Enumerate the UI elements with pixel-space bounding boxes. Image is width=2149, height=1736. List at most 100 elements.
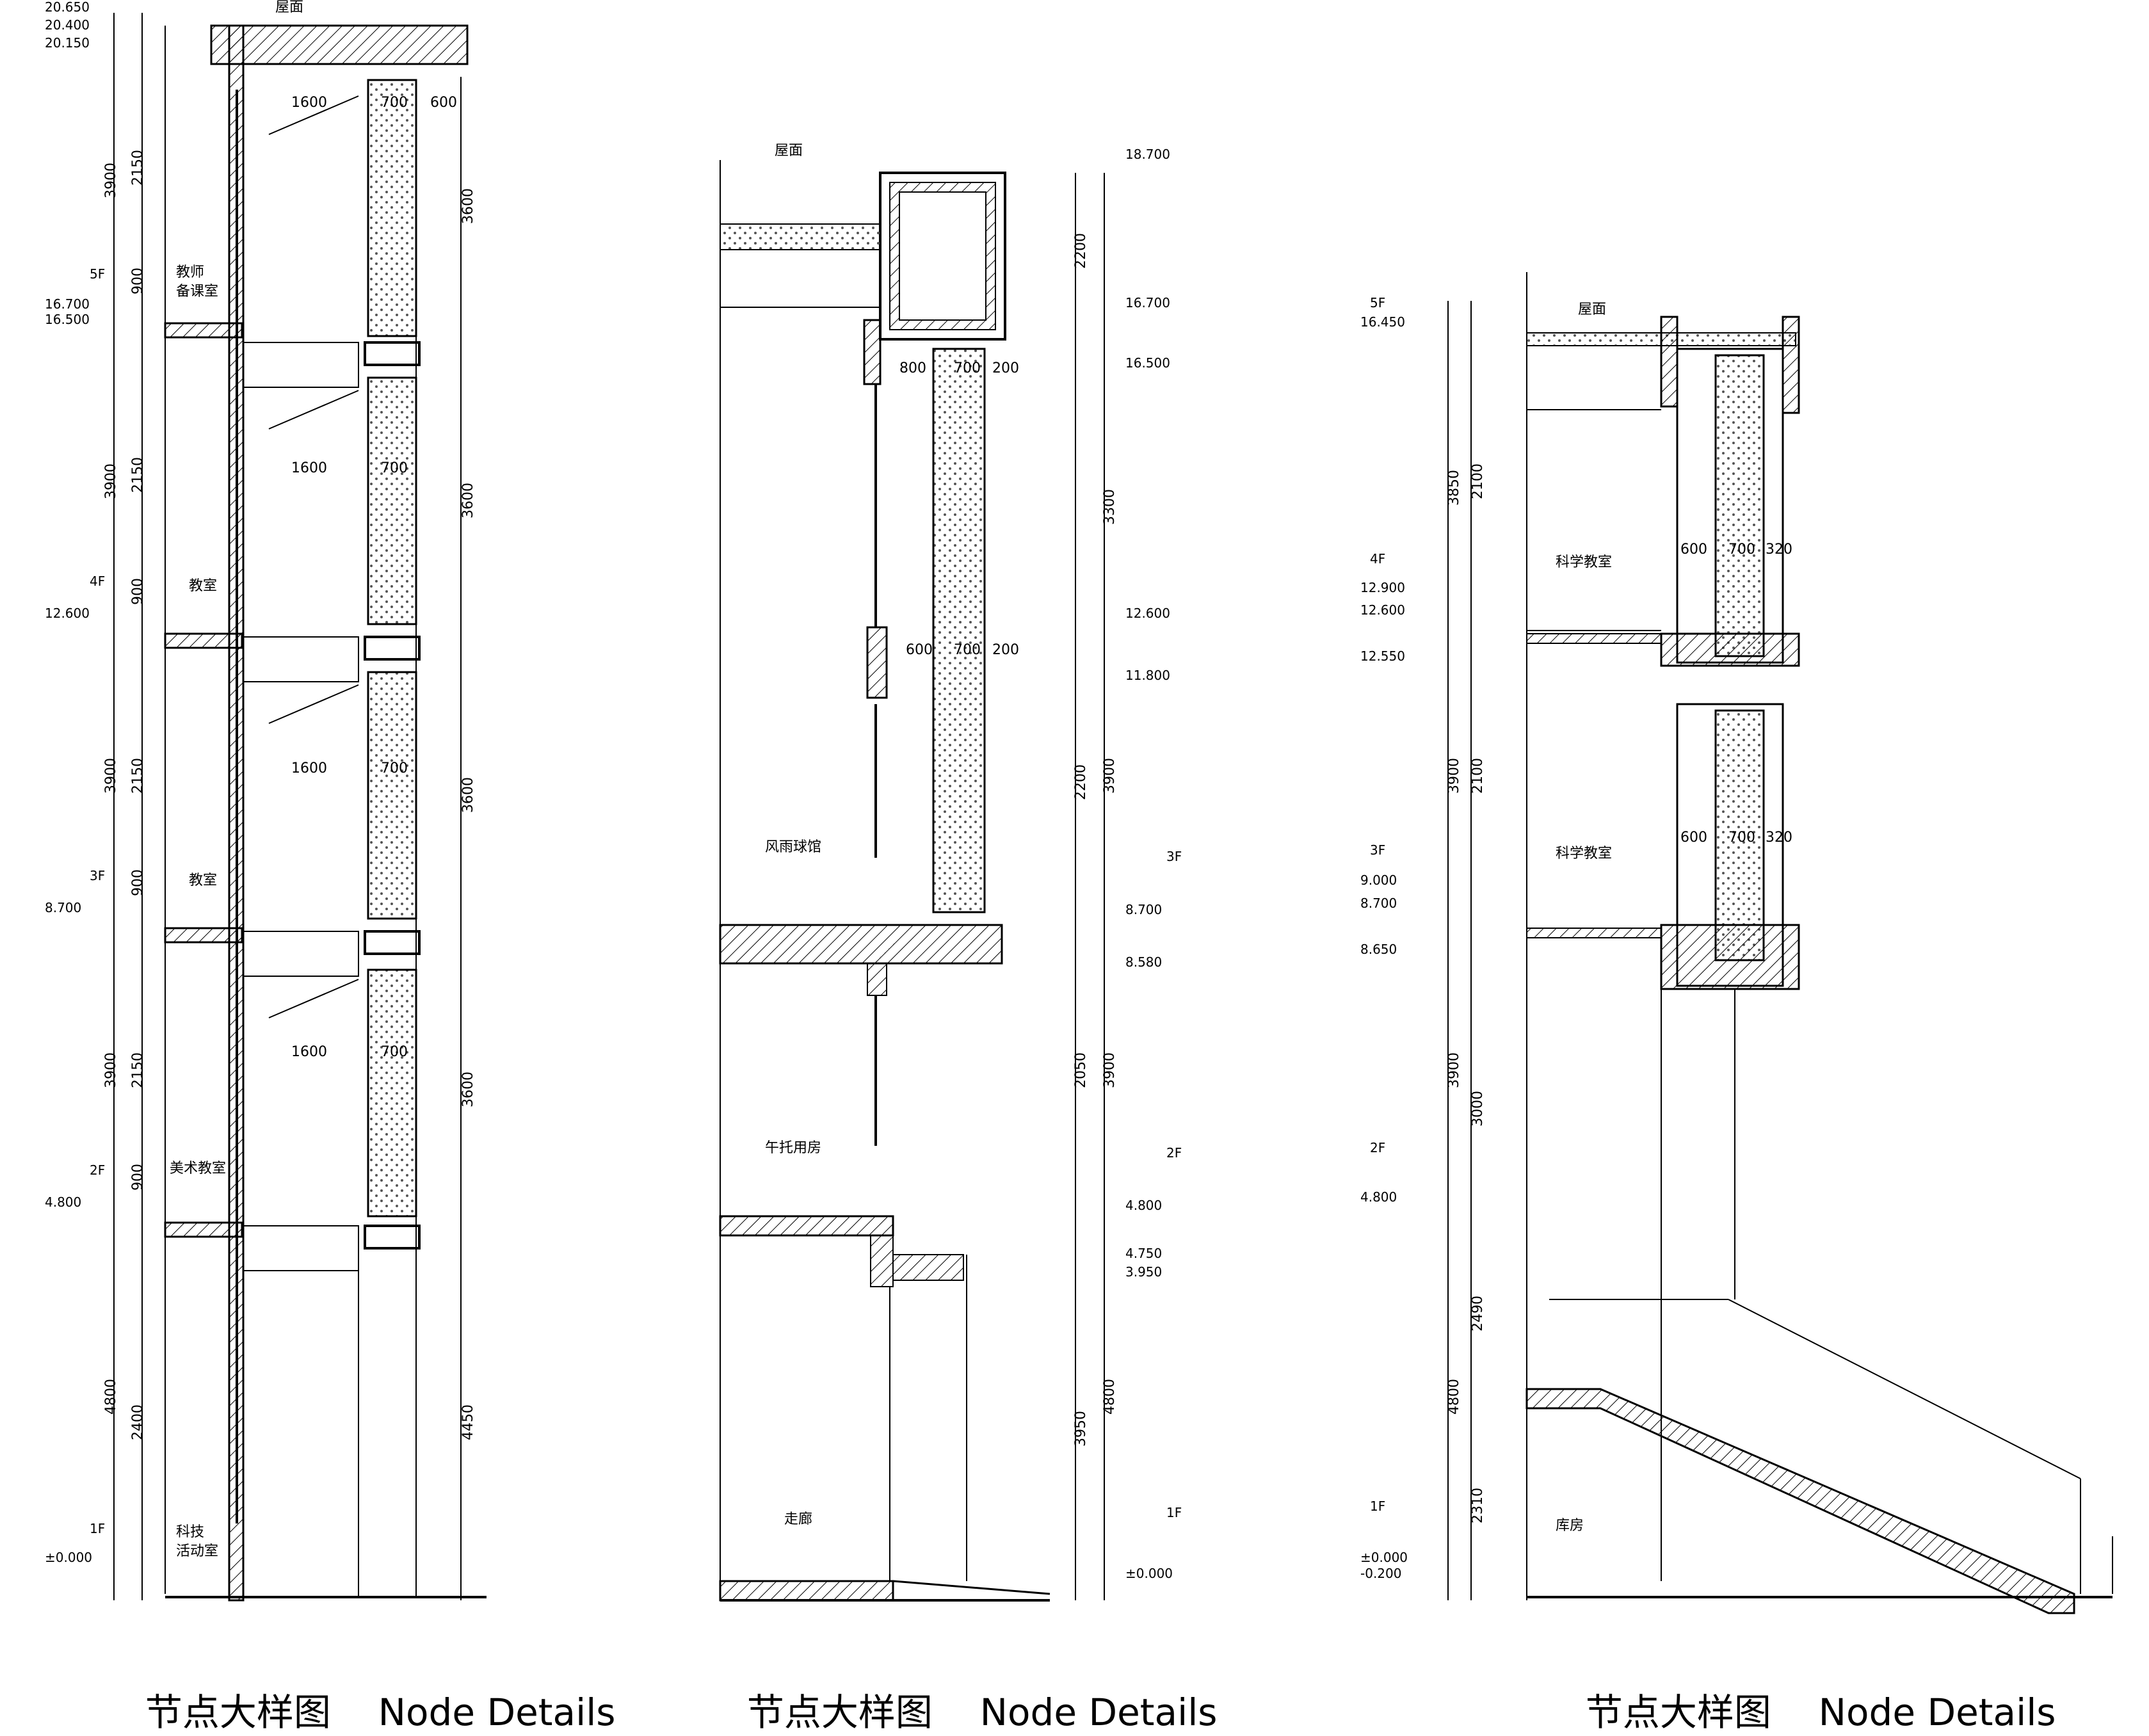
caption-2-cn: 节点大样图 bbox=[746, 1691, 933, 1734]
s1-dim-o-3: 3900 bbox=[103, 1052, 119, 1088]
s2-floor-3f: 3F bbox=[1166, 849, 1182, 864]
s3-dim-o-2: 3900 bbox=[1446, 1052, 1462, 1088]
s1-dim-i-9: 900 bbox=[130, 578, 146, 605]
s2-dim-i-7: 2050 bbox=[1073, 1052, 1089, 1088]
section-1 bbox=[113, 13, 487, 1602]
s1-room-3: 教室 bbox=[189, 872, 217, 888]
s1-dim-i-4: 900 bbox=[130, 268, 146, 294]
s3-dim-h-2: 320 bbox=[1766, 542, 1792, 558]
s3-elev-1: 12.900 bbox=[1360, 580, 1405, 595]
s3-dim-h-1: 700 bbox=[1728, 542, 1755, 558]
section-3 bbox=[1447, 272, 2113, 1614]
s1-dim-r-6: 3600 bbox=[460, 1072, 476, 1107]
s3-room-0: 科学教室 bbox=[1556, 554, 1612, 570]
caption-1-cn: 节点大样图 bbox=[145, 1691, 331, 1734]
s3-elev-0: 16.450 bbox=[1360, 314, 1405, 330]
s2-elev-7: 4.800 bbox=[1125, 1198, 1162, 1213]
s2-dim-i-0: 2200 bbox=[1073, 233, 1089, 269]
s2-dim-h-5: 200 bbox=[992, 642, 1019, 658]
s3-dim-i-12: 3000 bbox=[1470, 1091, 1486, 1127]
s2-elev-0: 18.700 bbox=[1125, 147, 1170, 162]
s1-dim-o-4: 4800 bbox=[103, 1379, 119, 1415]
s3-elev-6: 8.650 bbox=[1360, 942, 1397, 957]
s3-elev-5: 8.700 bbox=[1360, 896, 1397, 911]
s1-dim-i-3: 2150 bbox=[130, 150, 146, 186]
s1-elev-2: 20.150 bbox=[45, 35, 90, 51]
node-details-drawing: 屋面 20.650 20.400 20.150 16.700 16.500 12… bbox=[45, 0, 2113, 1614]
caption-1: 节点大样图 Node Details bbox=[122, 1639, 616, 1736]
s1-room-2: 教室 bbox=[189, 578, 217, 594]
s2-dim-h-2: 200 bbox=[992, 360, 1019, 376]
s1-dim-i-8: 2150 bbox=[130, 457, 146, 493]
s3-dim-o-1: 3900 bbox=[1446, 758, 1462, 794]
s2-dim-h-4: 700 bbox=[954, 642, 981, 658]
s2-dim-o-3: 4800 bbox=[1102, 1379, 1118, 1415]
caption-1-en: Node Details bbox=[378, 1691, 616, 1734]
s1-dim-h-1: 700 bbox=[381, 95, 408, 111]
s3-dim-i-13: 2490 bbox=[1470, 1296, 1486, 1331]
s1-dim-h-8: 700 bbox=[381, 1044, 408, 1060]
s1-dim-r-2: 3600 bbox=[460, 483, 476, 518]
s2-dim-i-11: 3950 bbox=[1073, 1411, 1089, 1447]
s1-dim-o-0: 3900 bbox=[103, 163, 119, 198]
s1-floor-3f: 3F bbox=[90, 868, 105, 883]
caption-3: 节点大样图 Node Details bbox=[1562, 1639, 2056, 1736]
s1-dim-h-6: 700 bbox=[381, 760, 408, 776]
s1-elev-0: 20.650 bbox=[45, 0, 90, 15]
s3-elev-2: 12.600 bbox=[1360, 602, 1405, 618]
s1-roof-label: 屋面 bbox=[275, 0, 303, 15]
s2-elev-10: ±0.000 bbox=[1125, 1566, 1173, 1581]
s2-floor-2f: 2F bbox=[1166, 1145, 1182, 1161]
s2-dim-h-3: 600 bbox=[906, 642, 933, 658]
s1-elev-3: 16.700 bbox=[45, 296, 90, 312]
s1-room-4: 美术教室 bbox=[170, 1161, 226, 1177]
s1-dim-i-12: 2150 bbox=[130, 758, 146, 794]
s3-roof-label: 屋面 bbox=[1578, 301, 1606, 317]
s2-elev-5: 8.700 bbox=[1125, 902, 1162, 917]
s1-dim-i-13: 900 bbox=[130, 869, 146, 896]
s2-elev-1: 16.700 bbox=[1125, 295, 1170, 310]
s1-elev-8: ±0.000 bbox=[45, 1550, 92, 1565]
s3-elev-4: 9.000 bbox=[1360, 872, 1397, 888]
s3-elev-8: ±0.000 bbox=[1360, 1550, 1408, 1565]
section-2-labels: 屋面 18.700 16.700 16.500 12.600 11.800 8.… bbox=[765, 143, 1182, 1581]
s3-floor-4f: 4F bbox=[1370, 551, 1385, 567]
s1-dim-i-17: 900 bbox=[130, 1164, 146, 1191]
s1-dim-h-5: 1600 bbox=[291, 760, 327, 776]
s3-elev-3: 12.550 bbox=[1360, 648, 1405, 664]
s3-dim-o-0: 3850 bbox=[1446, 470, 1462, 506]
s2-elev-9: 3.950 bbox=[1125, 1264, 1162, 1280]
s3-floor-2f: 2F bbox=[1370, 1140, 1385, 1155]
s3-dim-i-3: 2100 bbox=[1470, 463, 1486, 499]
s1-dim-i-16: 2150 bbox=[130, 1052, 146, 1088]
section-2 bbox=[719, 160, 1105, 1602]
s3-elev-7: 4.800 bbox=[1360, 1189, 1397, 1205]
s3-floor-1f: 1F bbox=[1370, 1499, 1385, 1514]
s1-dim-o-1: 3900 bbox=[103, 463, 119, 499]
s1-floor-5f: 5F bbox=[90, 266, 105, 282]
s2-floor-1f: 1F bbox=[1166, 1505, 1182, 1520]
s3-room-2: 库房 bbox=[1556, 1518, 1584, 1534]
s3-elev-9: -0.200 bbox=[1360, 1566, 1401, 1581]
s3-dim-h-0: 600 bbox=[1680, 542, 1707, 558]
s1-dim-h-4: 700 bbox=[381, 460, 408, 476]
s1-floor-2f: 2F bbox=[90, 1162, 105, 1178]
s2-elev-3: 12.600 bbox=[1125, 606, 1170, 621]
s3-dim-h-3: 600 bbox=[1680, 830, 1707, 846]
s1-floor-4f: 4F bbox=[90, 574, 105, 589]
s3-dim-i-14: 2310 bbox=[1470, 1488, 1486, 1523]
s3-dim-o-3: 4800 bbox=[1446, 1379, 1462, 1415]
s2-elev-8: 4.750 bbox=[1125, 1246, 1162, 1261]
s2-dim-h-1: 700 bbox=[954, 360, 981, 376]
s2-dim-h-0: 800 bbox=[899, 360, 926, 376]
s1-dim-h-7: 1600 bbox=[291, 1044, 327, 1060]
section-3-labels: 屋面 16.450 12.900 12.600 12.550 9.000 8.7… bbox=[1360, 295, 1792, 1581]
s1-dim-h-2: 600 bbox=[430, 95, 457, 111]
caption-3-cn: 节点大样图 bbox=[1585, 1691, 1771, 1734]
s2-room-2: 走廊 bbox=[784, 1511, 812, 1527]
section-1-labels: 屋面 20.650 20.400 20.150 16.700 16.500 12… bbox=[45, 0, 476, 1565]
s1-room-1: 备课室 bbox=[176, 284, 218, 300]
s3-floor-5f: 5F bbox=[1370, 295, 1385, 310]
caption-2: 节点大样图 Node Details bbox=[723, 1639, 1218, 1736]
s2-dim-i-3: 2200 bbox=[1073, 764, 1089, 800]
